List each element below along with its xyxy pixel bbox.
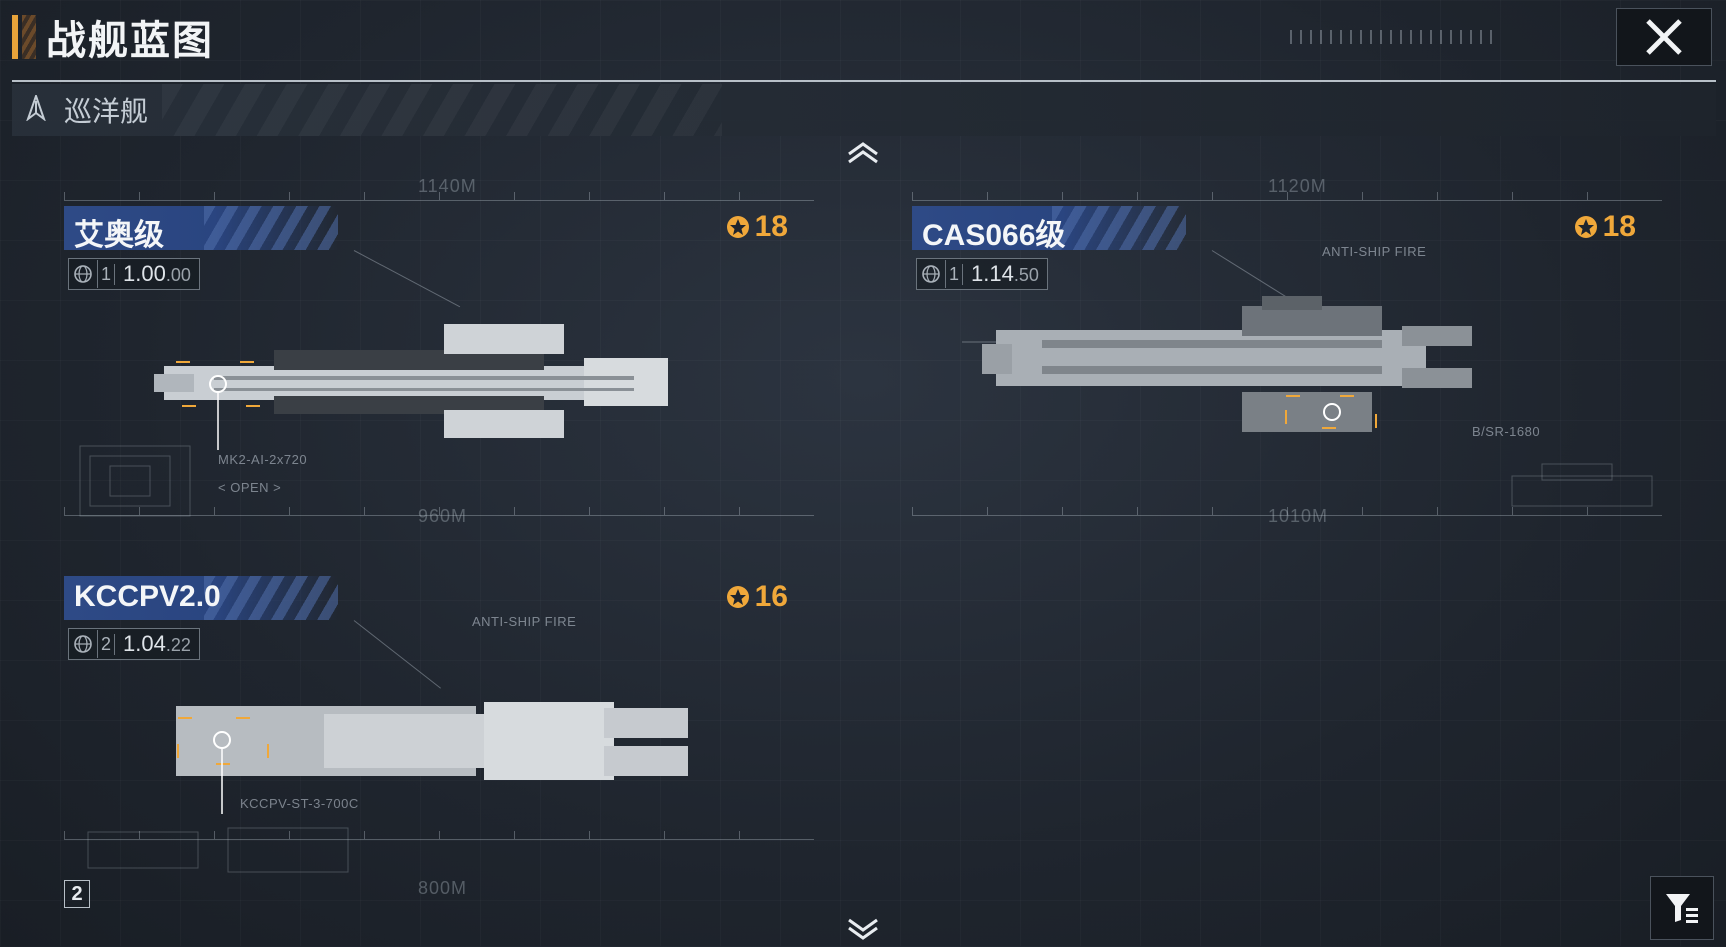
- chevron-down-icon: [848, 918, 878, 940]
- ship-version: 1.00.00: [123, 261, 191, 286]
- page-header: 战舰蓝图: [12, 14, 214, 63]
- ship-card-3[interactable]: KCCPV2.0 2 1.04.22 16 ANTI-SHIP FIRE KCC…: [64, 526, 824, 898]
- distance-bottom-label: 800M: [418, 878, 468, 898]
- decorative-ticks: [1290, 30, 1500, 44]
- title-accent-stripes: [22, 15, 36, 59]
- distance-bottom-label: 960M: [418, 506, 468, 526]
- command-point-icon: [1574, 216, 1597, 238]
- ship-model-kccpv: [176, 702, 688, 814]
- ship-cost-value: 18: [754, 210, 788, 243]
- ship-card-1[interactable]: 1140M 艾奥级 1 1.00.00 18 MK2-AI-2x720 < OP…: [64, 156, 824, 526]
- ship-name: KCCPV2.0: [74, 580, 221, 613]
- category-label: 巡洋舰: [64, 96, 149, 127]
- weapon-label: MK2-AI-2x720: [218, 452, 308, 467]
- filter-button[interactable]: [1650, 876, 1714, 940]
- ship-version-box: 1 1.14.50: [916, 258, 1048, 290]
- ship-name-banner: 艾奥级: [64, 206, 338, 252]
- header-divider: [12, 80, 1716, 82]
- ship-cost: 16: [725, 580, 788, 614]
- close-button[interactable]: [1616, 8, 1712, 66]
- schematic-diagram: [1511, 463, 1653, 507]
- ruler-top: [64, 186, 814, 201]
- ruler-bottom: [64, 825, 814, 840]
- anti-ship-label: ANTI-SHIP FIRE: [472, 614, 577, 629]
- ship-model-cas066: [962, 296, 1472, 432]
- filter-icon: [1666, 894, 1698, 923]
- chevron-up-icon: [848, 142, 878, 164]
- close-icon: [1646, 19, 1682, 55]
- ruler-top: [912, 186, 1662, 201]
- ship-cost: 18: [725, 210, 788, 244]
- ship-name-banner: KCCPV2.0: [64, 576, 338, 620]
- distance-top-label: 1140M: [418, 176, 477, 196]
- ship-model-aio: [154, 324, 668, 450]
- ship-version-box: 2 1.04.22: [68, 628, 200, 660]
- page-title: 战舰蓝图: [46, 19, 214, 63]
- page-badge: 2: [64, 880, 90, 908]
- globe-icon: [69, 630, 98, 658]
- schematic-diagram: [87, 827, 349, 873]
- ship-card-2[interactable]: 1120M CAS066级 1 1.14.50 18 ANTI-SHIP FIR…: [912, 156, 1672, 526]
- ship-name: CAS066级: [922, 219, 1066, 252]
- ship-name: 艾奥级: [74, 219, 164, 252]
- ruler-bottom: [64, 501, 814, 516]
- scroll-down-button[interactable]: [845, 918, 881, 942]
- ship-name-banner: CAS066级: [912, 206, 1186, 252]
- ship-tier: 1: [98, 263, 115, 285]
- ship-version-box: 1 1.00.00: [68, 258, 200, 290]
- cruiser-icon: [25, 92, 47, 126]
- command-point-icon: [726, 216, 749, 238]
- open-label: < OPEN >: [218, 480, 282, 495]
- schematic-diagram: [79, 445, 191, 517]
- distance-bottom-label: 1010M: [1268, 506, 1329, 526]
- distance-top-label: 1120M: [1268, 176, 1327, 196]
- category-bar[interactable]: 巡洋舰: [12, 84, 1716, 136]
- ship-tier: 1: [946, 263, 963, 285]
- ship-version: 1.04.22: [123, 631, 191, 656]
- ship-version: 1.14.50: [971, 261, 1039, 286]
- command-point-icon: [726, 586, 749, 608]
- scroll-up-button[interactable]: [845, 140, 881, 164]
- globe-icon: [69, 260, 98, 288]
- anti-ship-label: ANTI-SHIP FIRE: [1322, 244, 1427, 259]
- title-accent-bar: [12, 15, 18, 59]
- weapon-label: B/SR-1680: [1472, 424, 1541, 439]
- ship-tier: 2: [98, 633, 115, 655]
- ship-cost-value: 18: [1602, 210, 1636, 243]
- ruler-bottom: [912, 501, 1662, 516]
- weapon-label: KCCPV-ST-3-700C: [240, 796, 359, 811]
- ship-cost-value: 16: [754, 580, 788, 613]
- ship-cost: 18: [1573, 210, 1636, 244]
- globe-icon: [917, 260, 946, 288]
